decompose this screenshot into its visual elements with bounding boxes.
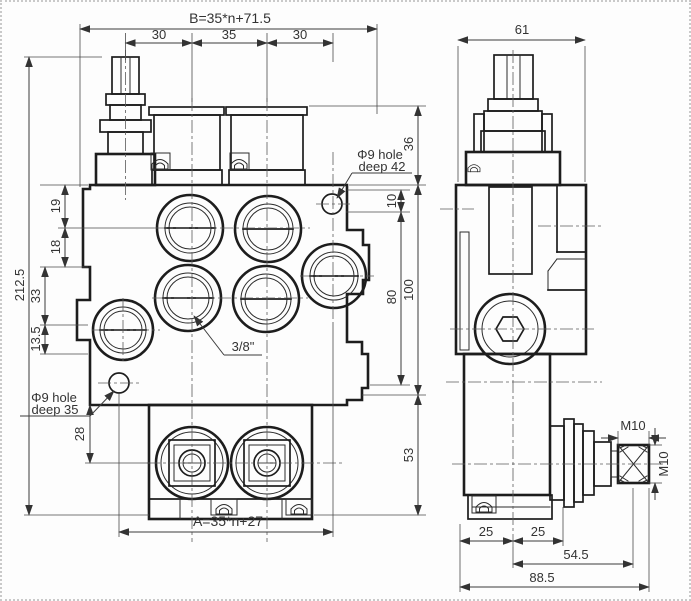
work-ports-front (91, 193, 368, 362)
dim-label-88-5: 88.5 (529, 570, 554, 585)
centerlines-side (440, 50, 664, 547)
dim-label-m10-side: M10 (656, 451, 671, 476)
dim-label-33: 33 (28, 289, 43, 303)
dim-m10-side: M10 (649, 428, 671, 500)
bolt-icon (467, 164, 481, 173)
dim-label-61: 61 (515, 22, 529, 37)
valve-body-side (454, 183, 588, 366)
centerlines-front (92, 50, 374, 542)
dim-label-80: 80 (384, 290, 399, 304)
port-b1 (233, 194, 303, 264)
label-port-thread: 3/8" (232, 339, 255, 354)
dim-label-25a: 25 (479, 524, 493, 539)
dim-label-b-formula: B=35*n+71.5 (189, 10, 271, 26)
dim-label-25b: 25 (531, 524, 545, 539)
dim-label-30b: 30 (293, 27, 307, 42)
dim-hole-spacing: A=35*n+27 (118, 322, 334, 537)
valve-body-lower-side (462, 352, 553, 520)
dim-side-bottom: 25 25 54.5 88.5 (459, 488, 650, 592)
dim-label-19: 19 (48, 199, 63, 213)
leader-hole-deep35: Φ9 hole deep 35 (20, 390, 115, 417)
dim-label-10: 10 (384, 194, 399, 208)
valve-body-lower-front (147, 403, 314, 521)
dim-overall-height: 212.5 (12, 56, 149, 516)
dim-label-53: 53 (401, 448, 416, 462)
dim-label-m10-top: M10 (620, 418, 645, 433)
dim-spool-pitch: 30 35 30 (124, 27, 334, 102)
dim-m10-top: M10 (601, 418, 666, 445)
dim-label-212-5: 212.5 (12, 269, 27, 302)
dim-label-54-5: 54.5 (563, 547, 588, 562)
leader-hole-deep42: Φ9 hole deep 42 (336, 147, 412, 199)
dim-label-28: 28 (72, 427, 87, 441)
dim-label-100: 100 (401, 279, 416, 301)
dim-label-18: 18 (48, 240, 63, 254)
label-hole35-line1: Φ9 hole (31, 390, 77, 405)
dim-28: 28 (72, 404, 149, 464)
dim-label-35: 35 (222, 27, 236, 42)
dim-label-36: 36 (401, 137, 416, 151)
dim-side-width: 61 (457, 22, 586, 182)
port-b2 (231, 264, 301, 334)
label-hole42-line2: deep 42 (359, 159, 406, 174)
dim-label-30a: 30 (152, 27, 166, 42)
leader-port-thread: 3/8" (193, 315, 262, 356)
spool-caps-front (148, 106, 308, 186)
dim-label-13-5: 13.5 (28, 326, 43, 351)
bolt-icon (290, 504, 308, 515)
bolt-icon (230, 159, 248, 170)
label-hole42-line1: Φ9 hole (357, 147, 403, 162)
side-view: 61 M10 M10 25 25 (440, 22, 671, 592)
valve-body-front (75, 183, 371, 407)
label-hole35-line2: deep 35 (32, 402, 79, 417)
dim-label-a-formula: A=35*n+27 (193, 513, 263, 529)
dim-overall-width: B=35*n+71.5 (79, 10, 378, 187)
front-view: B=35*n+71.5 30 35 30 19 18 (12, 10, 426, 542)
